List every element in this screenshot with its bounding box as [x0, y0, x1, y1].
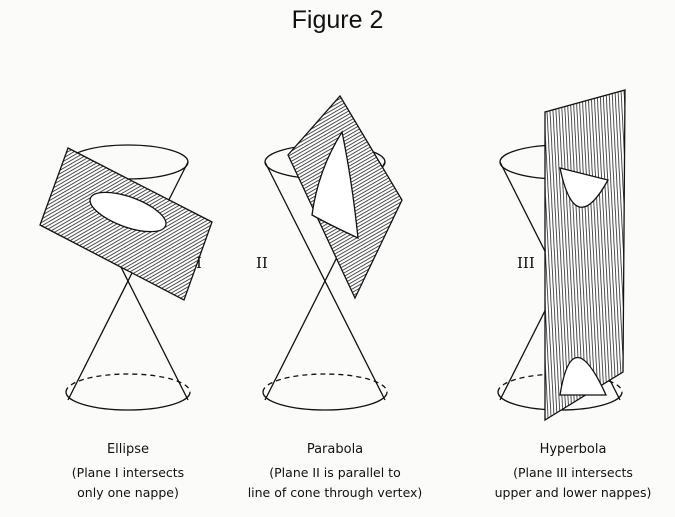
- caption-line: only one nappe): [77, 485, 179, 500]
- plane-label-ii: II: [256, 254, 268, 272]
- plane-label-iii: III: [517, 254, 535, 272]
- caption-line: (Plane I intersects: [71, 465, 185, 480]
- caption-line: (Plane III intersects: [513, 465, 633, 480]
- hyperbola-upper-branch: [559, 167, 609, 208]
- caption-line: line of cone through vertex): [247, 485, 423, 500]
- caption-ellipse: Ellipse (Plane I intersects only one nap…: [8, 440, 248, 503]
- plane-label-i: I: [196, 254, 202, 272]
- caption-title: Hyperbola: [539, 442, 607, 457]
- caption-parabola: Parabola (Plane II is parallel to line o…: [215, 440, 455, 503]
- caption-title: Parabola: [306, 442, 364, 457]
- ellipse-section: [89, 191, 167, 233]
- caption-title: Ellipse: [106, 442, 150, 457]
- caption-line: upper and lower nappes): [494, 485, 652, 500]
- figure-title: Figure 2: [291, 6, 384, 34]
- caption-hyperbola: Hyperbola (Plane III intersects upper an…: [453, 440, 675, 503]
- parabola-section: [311, 130, 359, 240]
- hyperbola-lower-branch: [559, 357, 608, 396]
- caption-line: (Plane II is parallel to: [269, 465, 401, 480]
